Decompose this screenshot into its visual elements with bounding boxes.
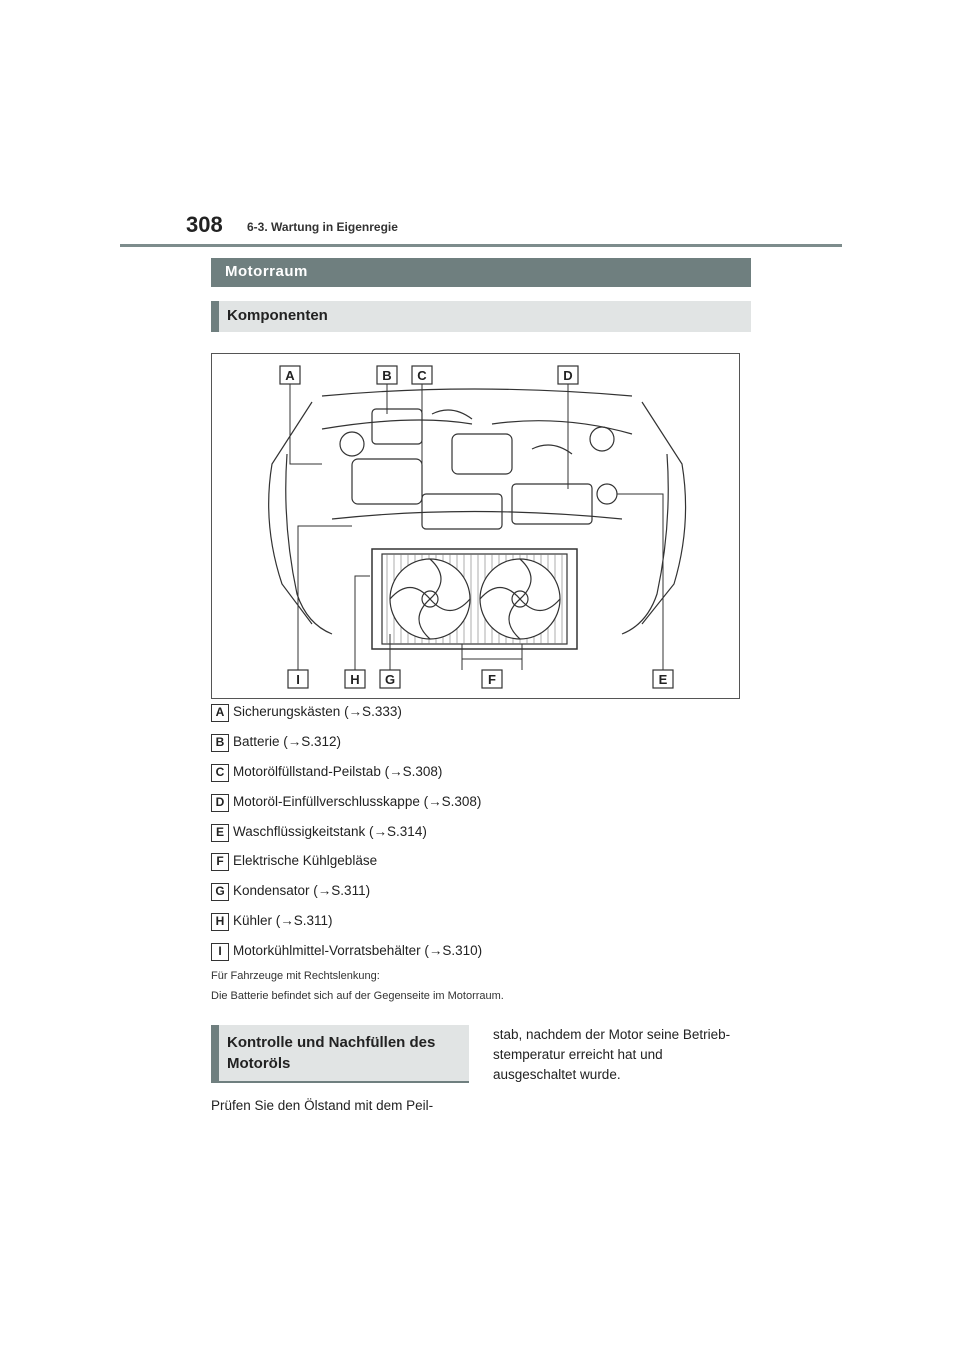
oil-section-heading-bar: Kontrolle und Nachfüllen des Motoröls (211, 1025, 469, 1083)
right-fender (641, 401, 687, 625)
washer-cap (596, 483, 618, 505)
main-heading: Motorraum (225, 263, 308, 280)
callout-h: H (350, 672, 359, 687)
fuse-box-shape (351, 458, 423, 505)
subheading-accent (211, 301, 219, 332)
letter-badge: C (211, 764, 229, 782)
battery-shape (371, 408, 423, 445)
oil-heading-accent (211, 1025, 219, 1081)
callout-labels (279, 365, 674, 689)
callout-d: D (563, 368, 572, 383)
oil-text-right-2: stemperatur erreicht hat und (493, 1047, 663, 1062)
oil-text-right-3: ausgeschaltet wurde. (493, 1067, 621, 1082)
strut-cap (589, 426, 615, 452)
air-box (511, 483, 593, 525)
radiator-frame (371, 548, 578, 650)
reservoir-cap (339, 431, 365, 457)
right-headlight (621, 453, 669, 635)
engine-bay-illustration: A B C D E F G H I (268, 365, 687, 689)
list-item-text: Motoröl-Einfüllverschlusskappe (→S.308) (233, 794, 482, 809)
oil-heading-line-1: Kontrolle und Nachfüllen des (227, 1034, 436, 1051)
engine-bay-figure: A B C D E F G H I (211, 353, 740, 699)
leader-f (461, 644, 523, 670)
page-number: 308 (186, 212, 223, 237)
wiring (431, 409, 573, 455)
subheading-bar: Komponenten (211, 301, 751, 332)
left-fender (268, 401, 313, 625)
list-item-text: Kondensator (→S.311) (233, 883, 371, 898)
list-item-text: Motorkühlmittel-Vorratsbehälter (→S.310) (233, 943, 483, 958)
header-divider (120, 244, 842, 247)
list-item-text: Kühler (→S.311) (233, 913, 333, 928)
letter-badge: I (211, 943, 229, 961)
letter-badge: A (211, 704, 229, 722)
letter-badge: H (211, 913, 229, 931)
callout-c: C (417, 368, 427, 383)
condenser-core (381, 553, 568, 645)
list-item-text: Waschflüssigkeitstank (→S.314) (233, 824, 427, 839)
letter-badge: B (211, 734, 229, 752)
subheading: Komponenten (227, 307, 328, 324)
list-item-text: Sicherungskästen (→S.333) (233, 704, 402, 719)
leader-h (354, 575, 370, 670)
engine-cover (451, 433, 513, 475)
note-line-1: Für Fahrzeuge mit Rechtslenkung: (211, 970, 380, 982)
list-item-text: Motorölfüllstand-Peilstab (→S.308) (233, 764, 443, 779)
hood-edge (321, 388, 633, 397)
hoses (321, 419, 633, 435)
letter-badge: E (211, 824, 229, 842)
oil-heading-underline (211, 1081, 469, 1083)
main-heading-bar: Motorraum (211, 258, 751, 287)
list-item-text: Batterie (→S.312) (233, 734, 342, 749)
note-line-2: Die Batterie befindet sich auf der Gegen… (211, 990, 504, 1002)
cross-member (331, 510, 623, 520)
oil-text-left: Prüfen Sie den Ölstand mit dem Peil- (211, 1098, 434, 1113)
callout-i: I (296, 672, 300, 687)
callout-g: G (385, 672, 395, 687)
leader-e (617, 493, 664, 670)
list-item-text: Elektrische Kühlgebläse (233, 853, 378, 868)
letter-badge: F (211, 853, 229, 871)
callout-e: E (659, 672, 668, 687)
oil-text-right-1: stab, nachdem der Motor seine Betrieb- (493, 1027, 731, 1042)
leader-a (289, 384, 322, 465)
section-title: 6-3. Wartung in Eigenregie (247, 220, 398, 234)
callout-a: A (285, 368, 295, 383)
callout-f: F (488, 672, 496, 687)
oil-heading-line-2: Motoröls (227, 1055, 291, 1072)
left-headlight (285, 453, 333, 635)
leader-i (297, 525, 352, 670)
callout-b: B (382, 368, 391, 383)
letter-badge: D (211, 794, 229, 812)
letter-badge: G (211, 883, 229, 901)
